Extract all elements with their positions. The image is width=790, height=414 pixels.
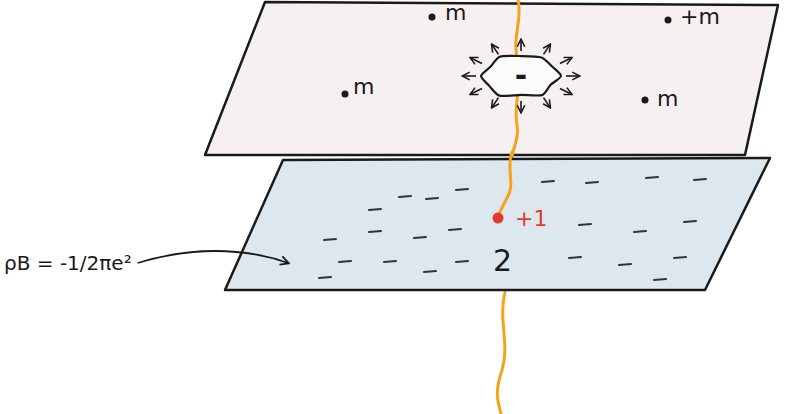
background-charge	[674, 257, 686, 258]
field-arrow	[520, 101, 522, 112]
background-charge	[569, 257, 581, 258]
upper-plane: m +m m m -	[205, 0, 780, 158]
background-charge	[586, 182, 598, 183]
field-arrow	[544, 45, 551, 55]
background-charge	[654, 279, 666, 280]
background-charge	[424, 271, 436, 272]
background-charge	[369, 209, 381, 210]
flux-line	[497, 292, 505, 414]
charge-dot	[642, 97, 649, 104]
background-charge	[694, 179, 706, 180]
charge-dot	[493, 213, 504, 224]
charge-density-label: ρB = -1/2πe²	[4, 252, 132, 274]
background-charge	[319, 277, 331, 278]
field-arrow	[560, 89, 571, 95]
background-charge	[646, 177, 658, 178]
charge-label: +1	[515, 208, 547, 230]
charge-label: +m	[680, 6, 720, 28]
field-arrow	[544, 98, 551, 108]
lower-plane: +12	[225, 158, 772, 292]
charge-dot	[429, 14, 436, 21]
background-charge	[414, 237, 426, 238]
background-charge	[634, 231, 646, 232]
leader-line	[138, 251, 288, 263]
field-arrow	[560, 58, 571, 64]
field-arrow	[492, 98, 499, 108]
background-charge	[339, 261, 351, 262]
background-charge	[456, 189, 468, 190]
background-charge	[426, 198, 438, 199]
field-arrow	[492, 45, 499, 55]
background-charge	[684, 221, 696, 222]
plane-number: 2	[493, 246, 512, 276]
background-charge	[324, 239, 336, 240]
field-arrow	[463, 75, 476, 77]
flux-line	[498, 152, 512, 216]
plane-outline	[225, 158, 770, 290]
field-arrow	[471, 89, 482, 95]
plane-outline	[205, 2, 778, 155]
charge-dot	[665, 17, 672, 24]
charge-sign: -	[515, 61, 527, 91]
field-arrow	[566, 75, 579, 77]
background-charge	[399, 196, 411, 197]
charge-label: m	[353, 76, 374, 98]
background-charge	[619, 264, 631, 265]
charge-label: m	[445, 2, 466, 24]
background-charge	[449, 229, 461, 230]
background-charge	[456, 261, 468, 262]
field-arrow	[520, 40, 522, 51]
background-charge	[579, 224, 591, 225]
charge-dot	[342, 91, 349, 98]
background-charge	[369, 231, 381, 232]
field-arrow	[471, 58, 482, 64]
blob-outline	[481, 56, 561, 96]
background-charge	[542, 181, 554, 182]
charge-blob: -	[478, 52, 564, 100]
background-charge	[384, 261, 396, 262]
charge-label: m	[657, 88, 678, 110]
